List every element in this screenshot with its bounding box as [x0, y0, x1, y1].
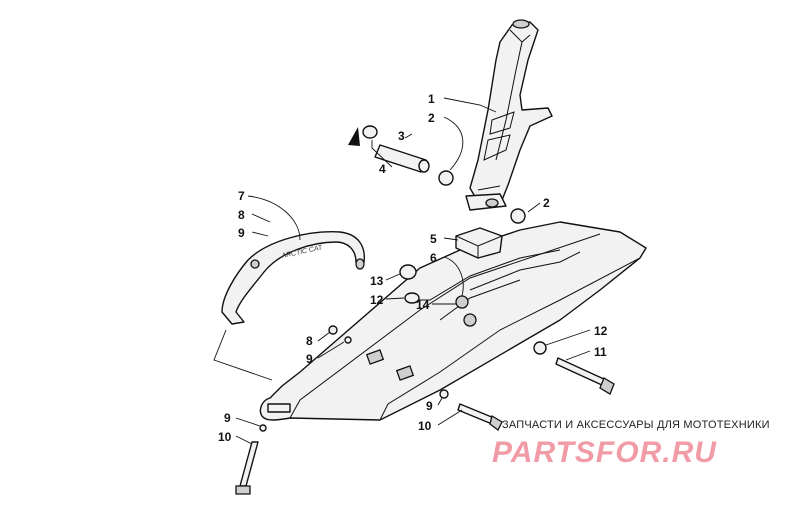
arrow-marker-upper [348, 127, 360, 146]
watermark-tagline: ЗАПЧАСТИ И АКСЕССУАРЫ ДЛЯ МОТОТЕХНИКИ [502, 419, 770, 431]
spindle [465, 19, 553, 211]
watermark-logo: PARTSFOR.RU [492, 436, 717, 469]
callout-12-left: 12 [370, 293, 384, 307]
callout-labels: 1 2 3 4 2 7 8 9 5 6 13 12 14 8 9 12 11 9… [218, 92, 608, 444]
callout-2-right: 2 [543, 196, 550, 210]
callout-9-lower: 9 [426, 399, 433, 413]
callout-5: 5 [430, 232, 437, 246]
watermark: ЗАПЧАСТИ И АКСЕССУАРЫ ДЛЯ МОТОТЕХНИКИ PA… [492, 419, 770, 469]
callout-6: 6 [430, 251, 437, 265]
ski-handle: ARCTIC CAT [221, 231, 365, 325]
callout-4: 4 [379, 162, 386, 176]
hardware-stack [259, 264, 547, 432]
callout-11: 11 [594, 345, 607, 359]
callout-2-upper: 2 [428, 111, 435, 125]
callout-1: 1 [428, 92, 435, 106]
callout-10-bottom: 10 [218, 430, 232, 444]
callout-8-handle: 8 [238, 208, 245, 222]
callout-14: 14 [416, 298, 430, 312]
bolts [235, 357, 615, 495]
callout-3: 3 [398, 129, 405, 143]
callout-9-handle: 9 [238, 226, 245, 240]
callout-12-right: 12 [594, 324, 608, 338]
callout-10-lower: 10 [418, 419, 432, 433]
ski [259, 221, 647, 421]
callout-7: 7 [238, 189, 245, 203]
spindle-saddle [455, 227, 503, 259]
callout-8-ski: 8 [306, 334, 313, 348]
callout-13: 13 [370, 274, 384, 288]
bushing-set [362, 125, 526, 224]
callout-9-bottom: 9 [224, 411, 231, 425]
callout-9-ski: 9 [306, 352, 313, 366]
leader-lines [213, 97, 591, 445]
